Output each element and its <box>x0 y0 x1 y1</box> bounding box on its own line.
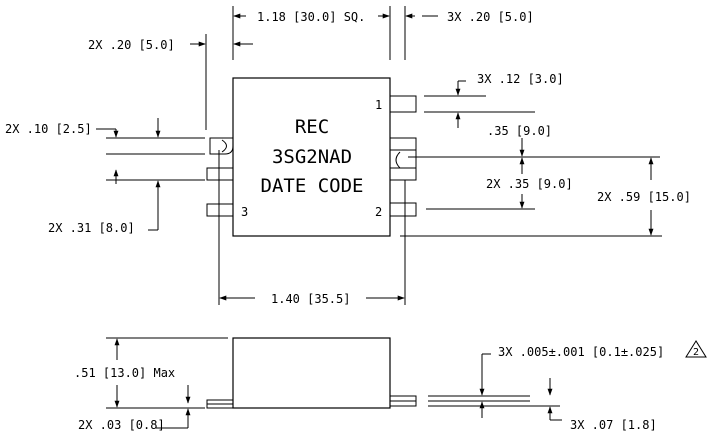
note-triangle-icon: 2 <box>685 340 707 358</box>
pin-1-label: 1 <box>375 98 382 112</box>
dim-left-pitch: 2X .31 [8.0] <box>48 221 135 235</box>
dim-right-pitch: 2X .35 [9.0] <box>486 177 573 191</box>
left-pad-pin3 <box>206 203 234 217</box>
dim-overall-width: 1.40 [35.5] <box>271 292 350 306</box>
left-pad-mid <box>206 167 234 181</box>
marking-line-1: REC <box>295 116 329 138</box>
dim-lead-flat: 3X .07 [1.8] <box>570 418 657 432</box>
dim-standoff: 2X .03 [0.8] <box>78 418 165 432</box>
right-pad-pin2 <box>389 202 417 217</box>
dim-pad-height: 3X .12 [3.0] <box>477 72 564 86</box>
right-slot <box>390 149 417 169</box>
marking-line-2: 3SG2NAD <box>272 146 352 168</box>
pin-2-label: 2 <box>375 205 382 219</box>
dim-max-height: .51 [13.0] Max <box>74 366 175 380</box>
package-body-side <box>232 337 391 409</box>
dim-left-pad-length: 2X .20 [5.0] <box>88 38 175 52</box>
side-view: .51 [13.0] Max 2X .03 [0.8] 3X .005±.001… <box>74 337 707 432</box>
dim-right-total: 2X .59 [15.0] <box>597 190 691 204</box>
svg-text:2: 2 <box>693 347 699 358</box>
right-pad-lower <box>389 167 417 181</box>
dim-right-pad-length: 3X .20 [5.0] <box>447 10 534 24</box>
dim-left-slot-width: 2X .10 [2.5] <box>5 122 92 136</box>
right-pad-upper <box>389 137 417 151</box>
right-pad-pin1 <box>389 95 417 113</box>
pin-3-label: 3 <box>241 205 248 219</box>
dim-lead-thickness: 3X .005±.001 [0.1±.025] <box>498 345 664 359</box>
package-body-top <box>232 77 391 237</box>
top-view: REC 3SG2NAD DATE CODE 1 2 3 1.18 [30.0] … <box>5 6 691 306</box>
dim-pin1-to-slot: .35 [9.0] <box>487 124 552 138</box>
dim-top-square: 1.18 [30.0] SQ. <box>257 10 365 24</box>
left-slot-upper <box>209 137 234 155</box>
marking-line-3: DATE CODE <box>261 175 364 197</box>
left-slot-upper-inner <box>221 139 227 153</box>
